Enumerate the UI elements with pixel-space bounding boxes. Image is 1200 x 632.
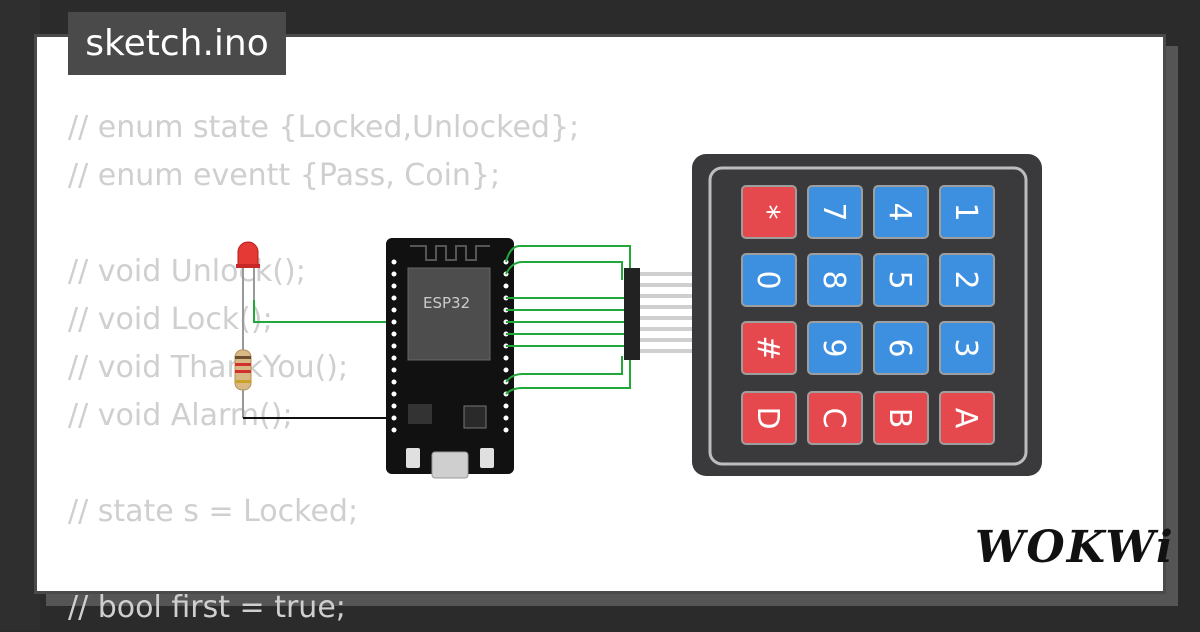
svg-text:C: C — [816, 408, 851, 429]
key-9[interactable]: 9 — [807, 321, 863, 375]
key-d[interactable]: D — [741, 391, 797, 445]
code-editor: // enum state {Locked,Unlocked}; // enum… — [68, 104, 579, 632]
svg-text:1: 1 — [948, 202, 983, 221]
key-7[interactable]: 7 — [807, 185, 863, 239]
svg-text:#: # — [750, 335, 785, 360]
svg-text:2: 2 — [948, 270, 983, 289]
board-label: ESP32 — [423, 294, 470, 312]
key-b[interactable]: B — [873, 391, 929, 445]
keypad-connector — [624, 268, 694, 360]
svg-text:5: 5 — [882, 270, 917, 289]
code-line: // void Alarm(); — [68, 398, 293, 433]
code-line: // void Lock(); — [68, 302, 273, 337]
svg-text:7: 7 — [816, 202, 851, 221]
key-a[interactable]: A — [939, 391, 995, 445]
wire-led — [253, 300, 392, 323]
key-5[interactable]: 5 — [873, 253, 929, 307]
resistor[interactable] — [234, 340, 252, 418]
wires-keypad — [505, 245, 631, 395]
key-2[interactable]: 2 — [939, 253, 995, 307]
key-hash[interactable]: # — [741, 321, 797, 375]
svg-text:B: B — [882, 408, 917, 429]
key-c[interactable]: C — [807, 391, 863, 445]
led-red[interactable] — [236, 241, 260, 340]
code-line: // state s = Locked; — [68, 494, 359, 529]
key-6[interactable]: 6 — [873, 321, 929, 375]
wokwi-logo: WOKWi — [975, 522, 1175, 573]
svg-text:0: 0 — [750, 270, 785, 289]
code-line: // void ThankYou(); — [68, 350, 349, 385]
code-line: // enum eventt {Pass, Coin}; — [68, 158, 501, 193]
svg-text:*: * — [750, 205, 785, 220]
key-8[interactable]: 8 — [807, 253, 863, 307]
svg-text:3: 3 — [948, 338, 983, 357]
key-1[interactable]: 1 — [939, 185, 995, 239]
sketch-filename-tab[interactable]: sketch.ino — [68, 12, 286, 75]
code-line: // void Unlock(); — [68, 254, 306, 289]
code-line: // enum state {Locked,Unlocked}; — [68, 110, 580, 145]
membrane-keypad[interactable]: * 7 4 1 0 8 5 2 # 9 6 3 D C B A — [692, 154, 1042, 476]
svg-text:4: 4 — [882, 202, 917, 221]
key-3[interactable]: 3 — [939, 321, 995, 375]
svg-text:A: A — [948, 408, 983, 429]
svg-text:6: 6 — [882, 338, 917, 357]
code-line: // bool first = true; — [68, 590, 346, 625]
key-0[interactable]: 0 — [741, 253, 797, 307]
key-star[interactable]: * — [741, 185, 797, 239]
esp32-board[interactable]: ESP32 — [386, 238, 514, 479]
background-panel — [0, 0, 40, 630]
svg-text:9: 9 — [816, 338, 851, 357]
svg-text:D: D — [750, 406, 785, 429]
key-4[interactable]: 4 — [873, 185, 929, 239]
svg-text:8: 8 — [816, 270, 851, 289]
